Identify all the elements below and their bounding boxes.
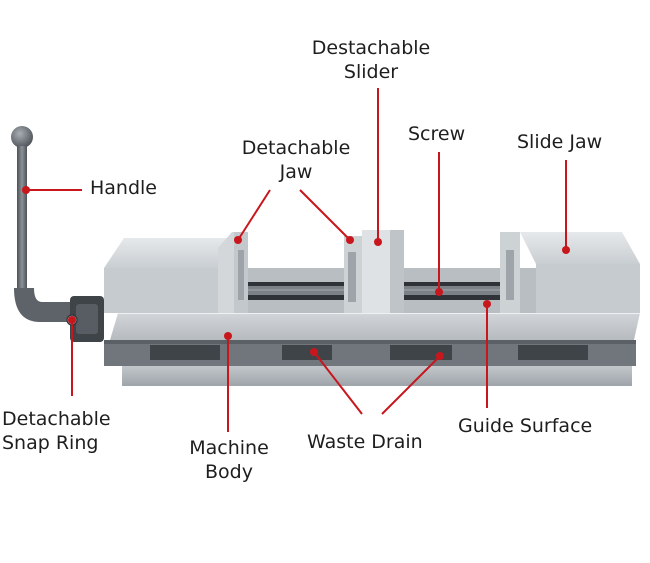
- machine-body-lower: [104, 340, 636, 366]
- leader-detachable-jaw-left: [237, 189, 271, 241]
- leader-dot: [346, 236, 354, 244]
- handle: [11, 126, 104, 342]
- waste-drain-pocket: [282, 345, 332, 360]
- leader-dot: [562, 246, 570, 254]
- guide-surface-plate: [110, 312, 640, 340]
- label-screw: Screw: [408, 123, 466, 145]
- destachable-slider: [344, 230, 404, 313]
- leader-dot: [483, 300, 491, 308]
- label-guide-surface: Guide Surface: [458, 415, 593, 437]
- label-slide-jaw: Slide Jaw: [517, 131, 603, 153]
- slide-jaw: [500, 232, 520, 313]
- label-waste-drain: Waste Drain: [307, 431, 423, 453]
- label-detachable-snap-ring: Detachable Snap Ring: [2, 408, 111, 454]
- detachable-jaw: [218, 232, 248, 313]
- leader-lines: [26, 88, 567, 432]
- label-destachable-slider: Destachable Slider: [311, 37, 431, 83]
- leader-dots: [22, 186, 570, 360]
- leader-detachable-jaw-right: [299, 189, 351, 241]
- handle-knob: [11, 126, 33, 148]
- leader-dot: [224, 332, 232, 340]
- waste-drain-pocket: [518, 345, 588, 360]
- waste-drain-pocket: [150, 345, 220, 360]
- leader-dot: [374, 238, 382, 246]
- leader-dot: [435, 288, 443, 296]
- leader-dot: [234, 236, 242, 244]
- leader-waste-drain-right: [381, 355, 441, 415]
- leader-dot: [22, 186, 30, 194]
- label-machine-body: Machine Body: [189, 437, 269, 483]
- leader-dot: [436, 352, 444, 360]
- label-detachable-jaw: Detachable Jaw: [241, 137, 351, 183]
- leader-dot: [310, 348, 318, 356]
- label-handle: Handle: [90, 177, 158, 199]
- leader-waste-drain-left: [313, 351, 363, 415]
- leader-dot: [68, 316, 76, 324]
